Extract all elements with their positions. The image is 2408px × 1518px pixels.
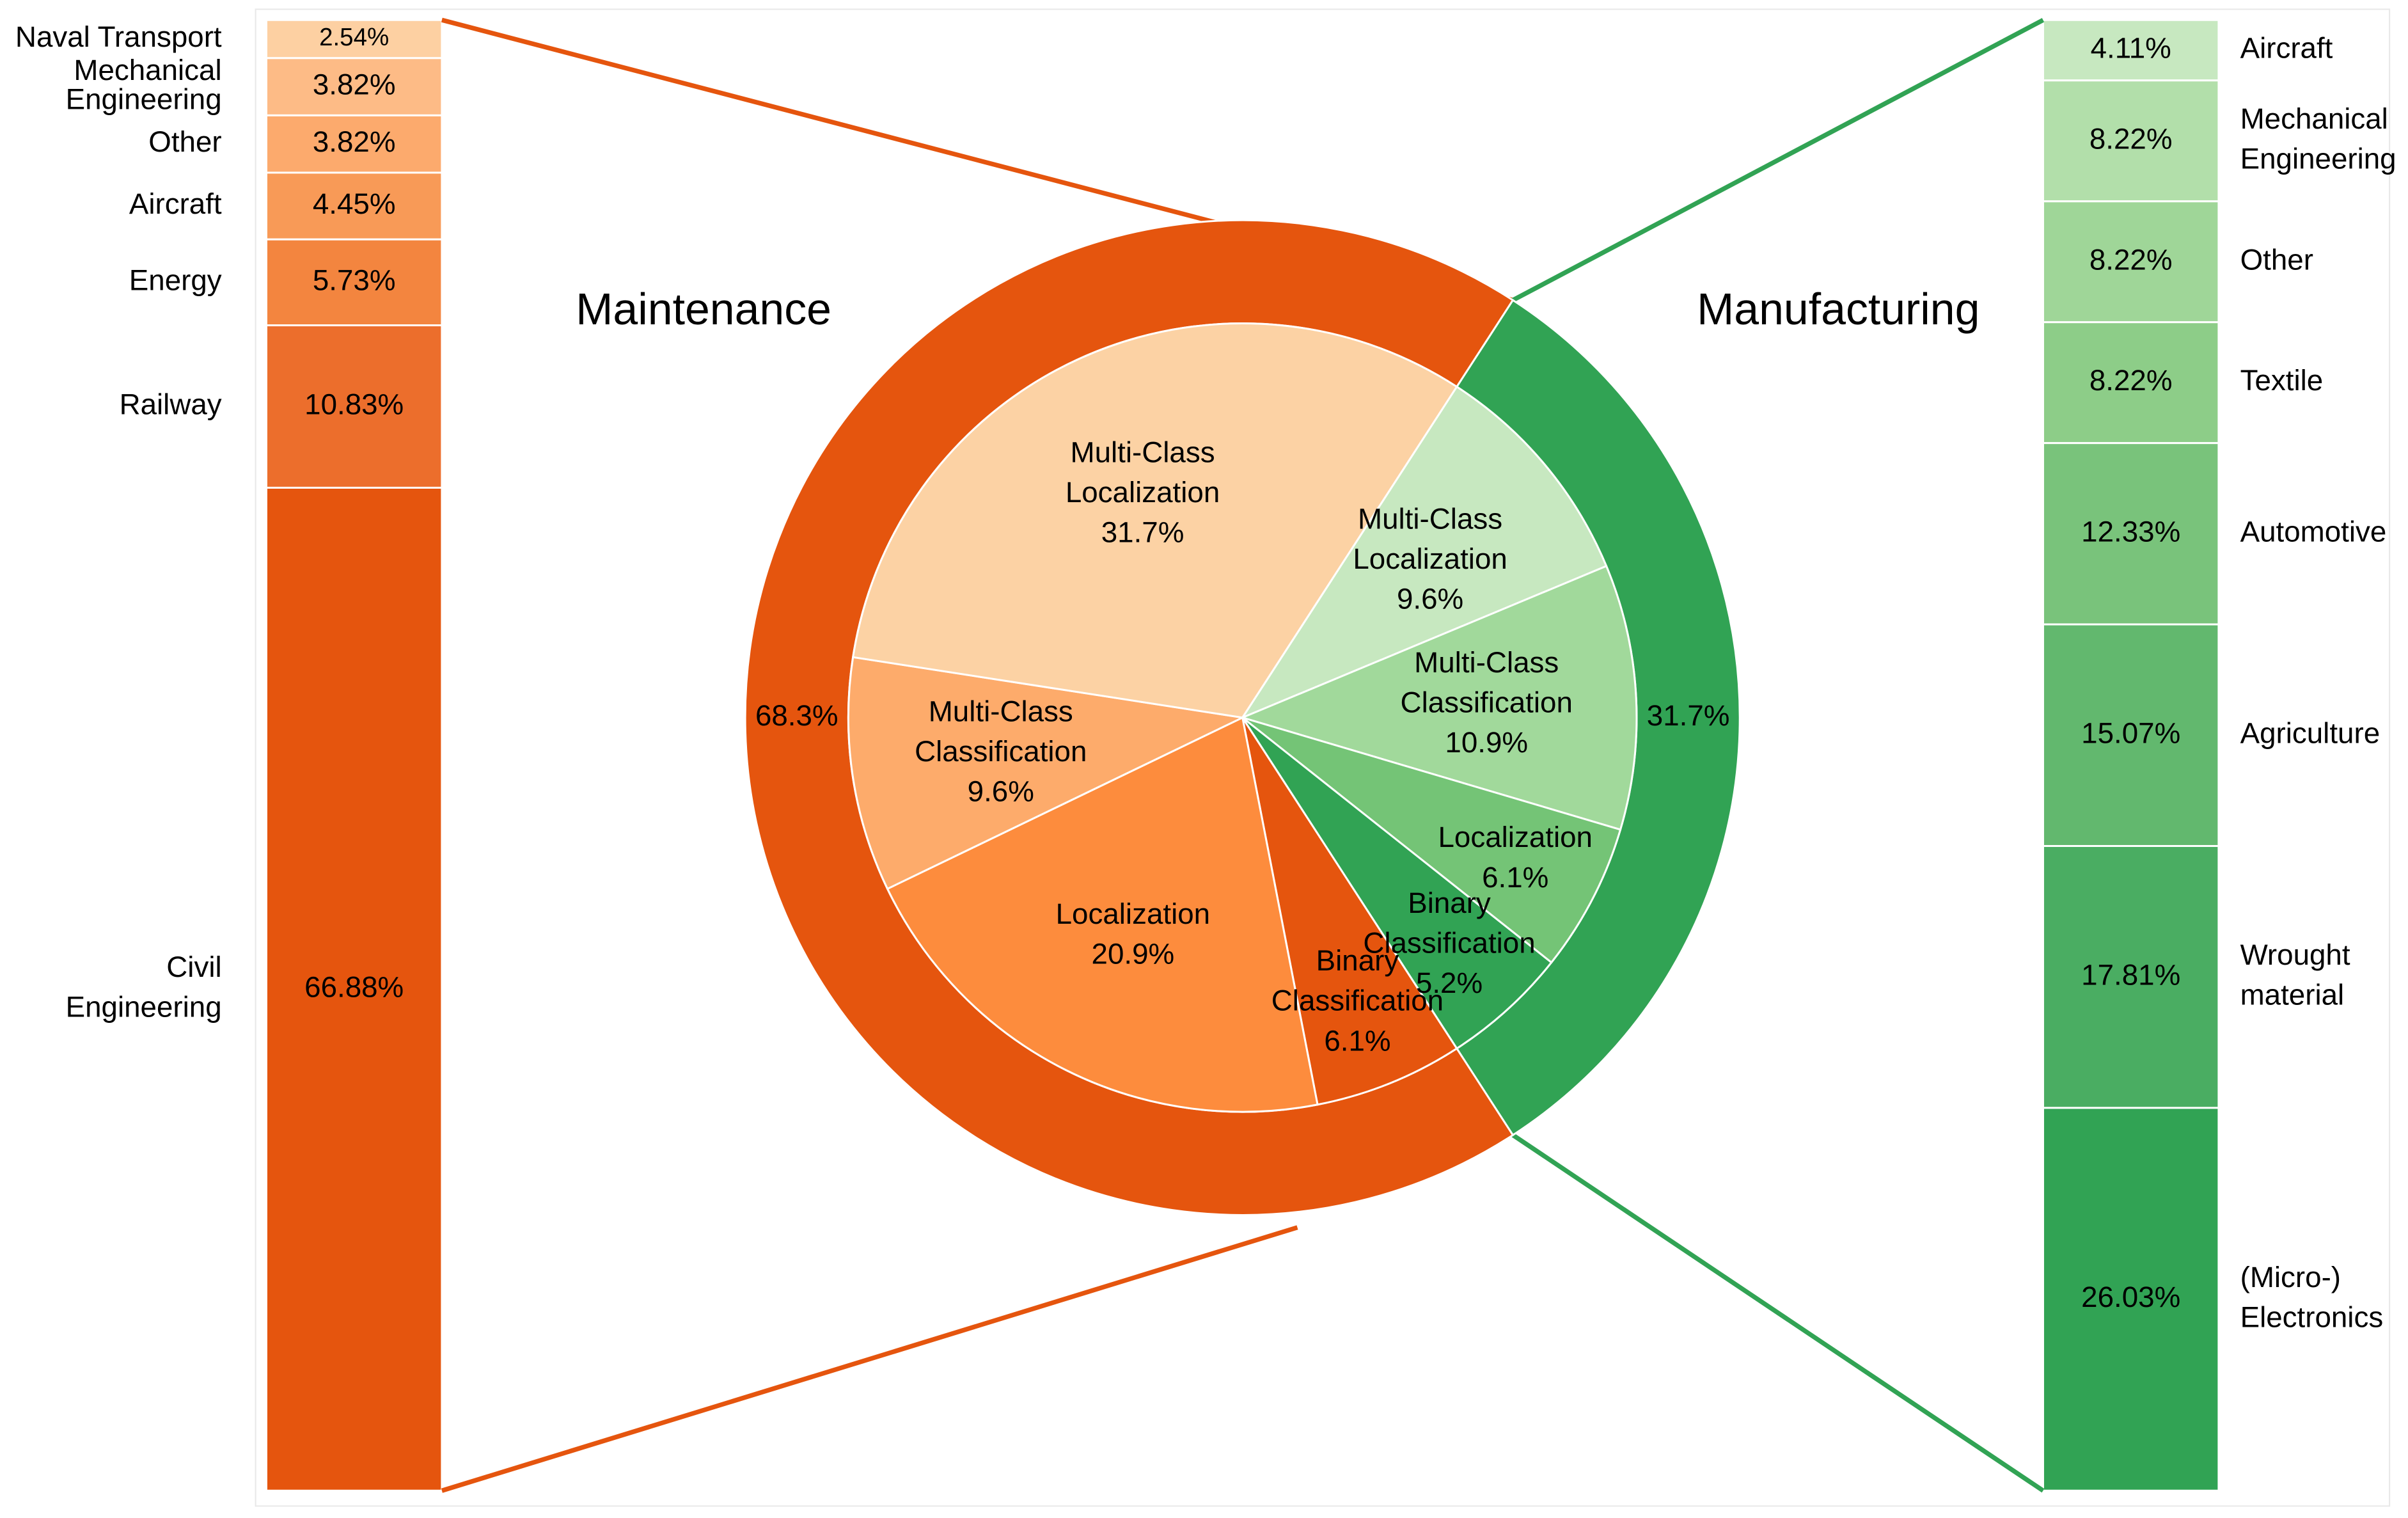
manufacturing-title: Manufacturing	[1697, 284, 1979, 334]
maintenance-title: Maintenance	[576, 284, 831, 334]
pie-slice-label: Classification	[1271, 984, 1444, 1017]
bar-segment-value: 4.11%	[2091, 32, 2171, 65]
bar-segment	[265, 114, 443, 174]
bar-segment	[2042, 200, 2220, 324]
bar-segment-label: (Micro-)	[2240, 1261, 2341, 1293]
bar-segment-value: 2.54%	[319, 24, 389, 51]
bar-segment-label: Wrought	[2240, 938, 2350, 971]
bar-segment-label: Engineering	[2240, 143, 2396, 175]
pie-slice-label: Classification	[1401, 686, 1573, 719]
bar-segment-label: Energy	[129, 264, 222, 296]
pie-slice-label: Multi-Class	[1358, 503, 1502, 535]
pie-slice	[1241, 716, 1553, 1050]
pie-slice-label: Classification	[1363, 927, 1535, 960]
connector-line	[1511, 18, 2045, 303]
ring-label-manufacturing: 31.7%	[1647, 699, 1730, 732]
pie-slice-label: 5.2%	[1416, 967, 1483, 999]
bar-segment	[265, 486, 443, 1492]
bar-segment-label: Mechanical	[74, 54, 221, 86]
pie-slice-label: 20.9%	[1092, 938, 1175, 970]
bar-segment-value: 5.73%	[313, 264, 396, 296]
pie-slice-label: Multi-Class	[1414, 646, 1559, 679]
pie-slice	[886, 716, 1319, 1113]
bar-segment-value: 66.88%	[304, 970, 404, 1003]
pie-slice-label: Multi-Class	[1071, 436, 1215, 469]
bar-segment-value: 8.22%	[2089, 364, 2173, 397]
bar-segment	[265, 171, 443, 241]
bar-segment	[2042, 1107, 2220, 1492]
bar-segment-label: Aircraft	[129, 187, 222, 220]
bar-segment	[2042, 19, 2220, 82]
bar-segment-value: 15.07%	[2081, 716, 2180, 749]
pie-slice-label: Binary	[1316, 944, 1399, 977]
pie-slice	[1239, 385, 1608, 720]
pie-slice	[1239, 564, 1638, 831]
pie-slice	[847, 656, 1246, 890]
pie-slice	[1241, 716, 1458, 1106]
bar-segment-value: 8.22%	[2089, 243, 2173, 276]
bar-segment-label: Other	[148, 125, 221, 158]
bar-segment	[2042, 321, 2220, 445]
bar-segment	[265, 57, 443, 116]
bar-segment-value: 8.22%	[2089, 122, 2173, 155]
bar-segment-label: Automotive	[2240, 515, 2387, 548]
bar-segment	[2042, 79, 2220, 203]
bar-segment	[2042, 442, 2220, 626]
pie-slice-label: 6.1%	[1482, 861, 1548, 894]
bar-segment-label: Agriculture	[2240, 716, 2380, 749]
bar-segment	[2042, 623, 2220, 847]
pie-slice	[1241, 716, 1622, 964]
bar-segment-value: 3.82%	[313, 125, 396, 158]
bar-segment	[265, 324, 443, 489]
pie-slice-label: 10.9%	[1445, 726, 1528, 759]
pie-slice-label: 9.6%	[1397, 583, 1463, 615]
pie-slice-label: Localization	[1056, 897, 1210, 930]
bar-segment-label: Other	[2240, 243, 2313, 276]
bar-segment	[2042, 844, 2220, 1109]
bar-segment-value: 3.82%	[313, 68, 396, 101]
pie-slice-label: Classification	[915, 735, 1087, 768]
bar-segment-label: Naval Transport	[15, 20, 222, 53]
bar-segment-label: Mechanical	[2240, 102, 2388, 135]
connector-line	[441, 1225, 1298, 1493]
bar-segment-label: material	[2240, 979, 2345, 1011]
bar-segment-value: 17.81%	[2081, 958, 2180, 991]
pie-slice-label: Binary	[1408, 887, 1491, 919]
bar-segment-label: Engineering	[66, 991, 222, 1024]
pie-slice-label: Localization	[1066, 476, 1220, 509]
pie-slice-label: 31.7%	[1101, 516, 1184, 549]
bar-segment-value: 26.03%	[2081, 1281, 2180, 1313]
pie-slice-label: Multi-Class	[929, 695, 1073, 727]
bar-segment-label: Electronics	[2240, 1301, 2384, 1333]
bar-segment-label: Engineering	[66, 83, 222, 116]
pie-slice-label: Localization	[1438, 821, 1593, 853]
bar-segment-label: Aircraft	[2240, 32, 2333, 65]
pie-slice-label: 6.1%	[1324, 1024, 1390, 1057]
bar-segment-value: 4.45%	[313, 187, 396, 220]
bar-segment-label: Railway	[120, 388, 222, 421]
connector-line	[1511, 1133, 2045, 1493]
pie-slice-label: 9.6%	[968, 775, 1034, 808]
bar-segment-value: 12.33%	[2081, 515, 2180, 548]
ring-label-maintenance: 68.3%	[755, 699, 838, 732]
pie-slice-label: Localization	[1353, 542, 1507, 575]
bar-segment-label: Textile	[2240, 364, 2324, 397]
chart-frame	[255, 8, 2391, 1507]
bar-segment-label: Civil	[166, 951, 221, 983]
bar-segment-value: 10.83%	[304, 388, 404, 421]
